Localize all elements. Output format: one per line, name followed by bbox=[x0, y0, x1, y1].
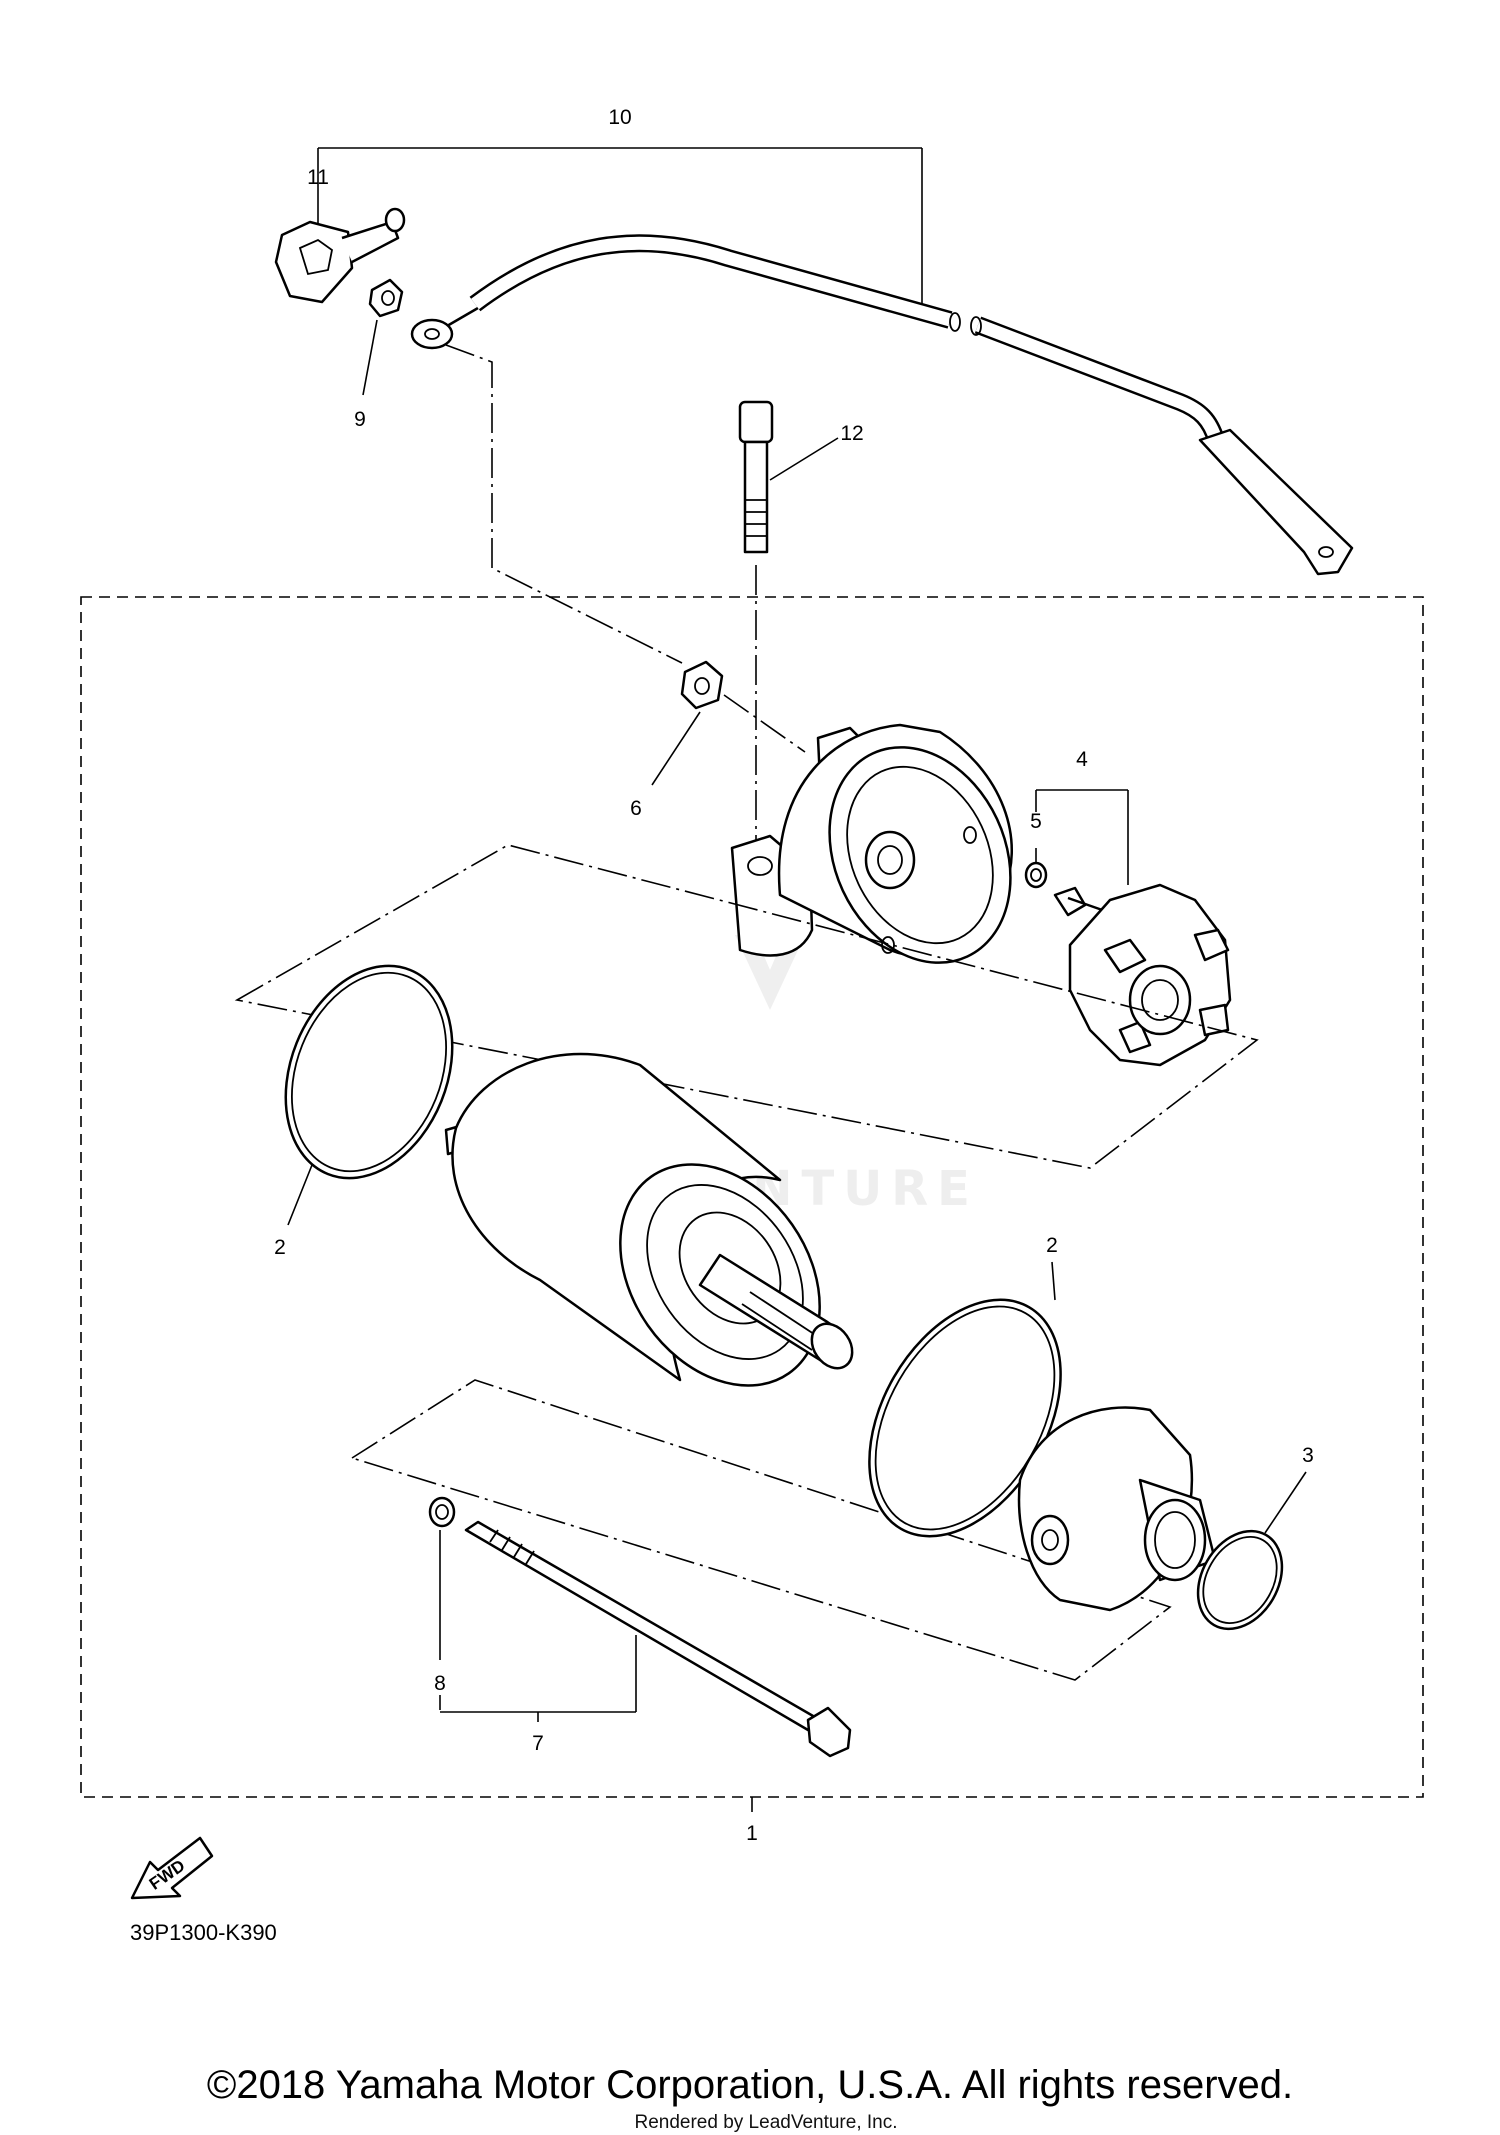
rendered-by-notice: Rendered by LeadVenture, Inc. bbox=[634, 2112, 897, 2133]
exploded-outline-upper bbox=[234, 844, 1259, 1169]
copyright-notice: ©2018 Yamaha Motor Corporation, U.S.A. A… bbox=[207, 2063, 1293, 2107]
callout-8: 8 bbox=[434, 1672, 446, 1695]
starter-cable-part-10[interactable] bbox=[410, 234, 1354, 576]
brush-holder-part-4[interactable] bbox=[1053, 883, 1232, 1067]
callout-6: 6 bbox=[630, 797, 642, 820]
callout-1: 1 bbox=[746, 1822, 758, 1845]
o-ring-part-8[interactable] bbox=[428, 1496, 456, 1528]
bolt-part-12[interactable] bbox=[738, 400, 839, 890]
terminal-leader bbox=[445, 344, 683, 664]
callout-2-lower: 2 bbox=[1046, 1234, 1058, 1257]
bracket-7-8 bbox=[439, 1530, 637, 1722]
callout-5: 5 bbox=[1030, 810, 1042, 833]
rear-cover-housing[interactable] bbox=[730, 718, 1044, 993]
o-ring-part-3[interactable] bbox=[1181, 1471, 1307, 1644]
through-bolt-part-7[interactable] bbox=[464, 1520, 852, 1758]
o-ring-part-5[interactable] bbox=[1024, 848, 1048, 889]
nut-part-9[interactable] bbox=[362, 278, 404, 396]
forward-arrow-icon: FWD bbox=[130, 1836, 214, 1900]
callout-9: 9 bbox=[354, 408, 366, 431]
nut-part-6[interactable] bbox=[651, 660, 806, 786]
diagram-code: 39P1300-K390 bbox=[130, 1920, 277, 1945]
callout-2-upper: 2 bbox=[274, 1236, 286, 1259]
callout-7: 7 bbox=[532, 1732, 544, 1755]
callout-10: 10 bbox=[608, 106, 631, 129]
bracket-4 bbox=[1035, 789, 1129, 885]
starter-yoke-armature[interactable] bbox=[444, 1052, 861, 1424]
callout-11: 11 bbox=[307, 166, 329, 189]
callout-3: 3 bbox=[1302, 1444, 1314, 1467]
callout-12: 12 bbox=[840, 422, 863, 445]
front-cover-housing[interactable] bbox=[1017, 1406, 1217, 1612]
bracket-10 bbox=[317, 147, 923, 312]
cable-cover-part-11[interactable] bbox=[274, 207, 406, 304]
o-ring-part-2-upper[interactable] bbox=[255, 941, 482, 1226]
exploded-outline-lower bbox=[350, 1379, 1172, 1681]
callout-4: 4 bbox=[1076, 748, 1088, 771]
